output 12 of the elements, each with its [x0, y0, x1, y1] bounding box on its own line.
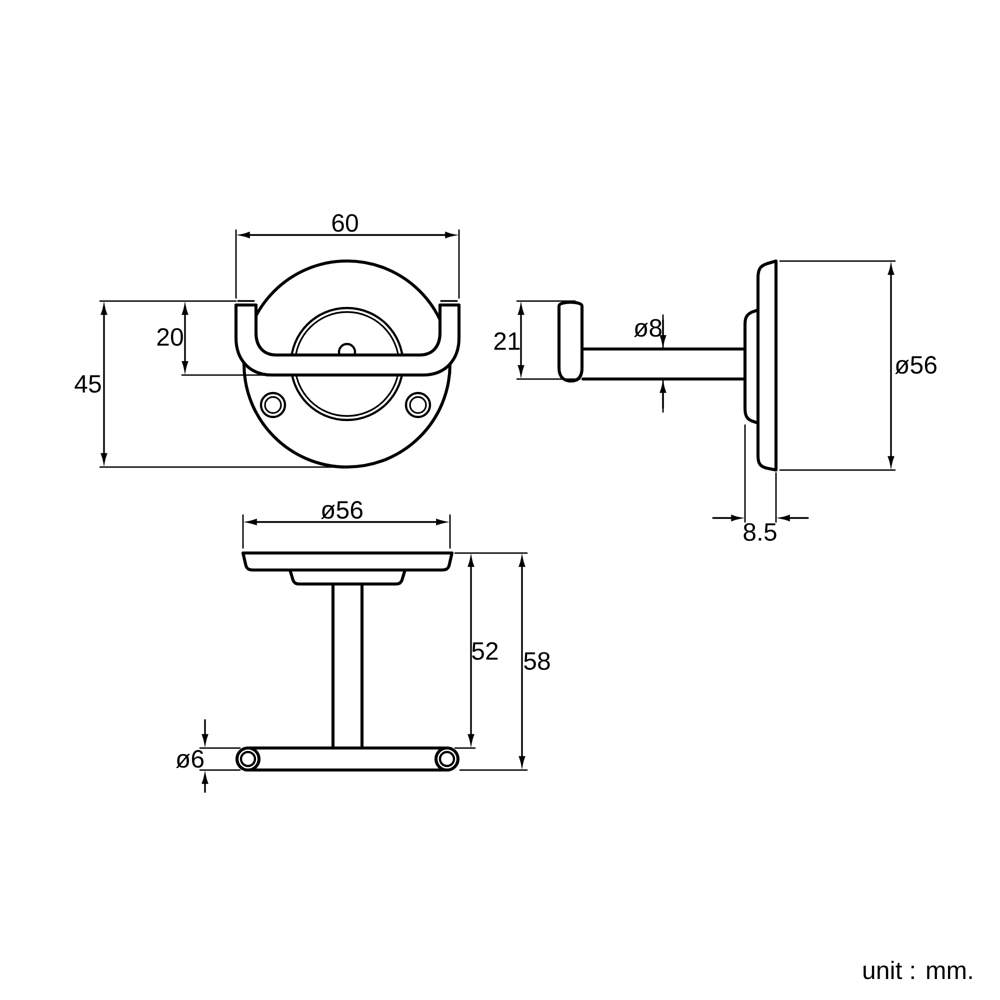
dimension-label: 20	[157, 328, 183, 346]
dimension-label: ø6	[176, 750, 204, 768]
dimension-label: 60	[332, 214, 358, 232]
dimension-label: 58	[524, 652, 550, 670]
dimension-label: 21	[494, 332, 520, 350]
dimension-label: ø56	[894, 356, 936, 374]
dimension-label: 45	[74, 375, 101, 393]
unit-note: unit : mm.	[864, 960, 972, 980]
dimension-label: 8.5	[744, 523, 776, 541]
dimension-label: ø56	[320, 501, 362, 519]
dimension-label: 52	[472, 642, 498, 660]
dimension-label: ø8	[634, 319, 662, 337]
